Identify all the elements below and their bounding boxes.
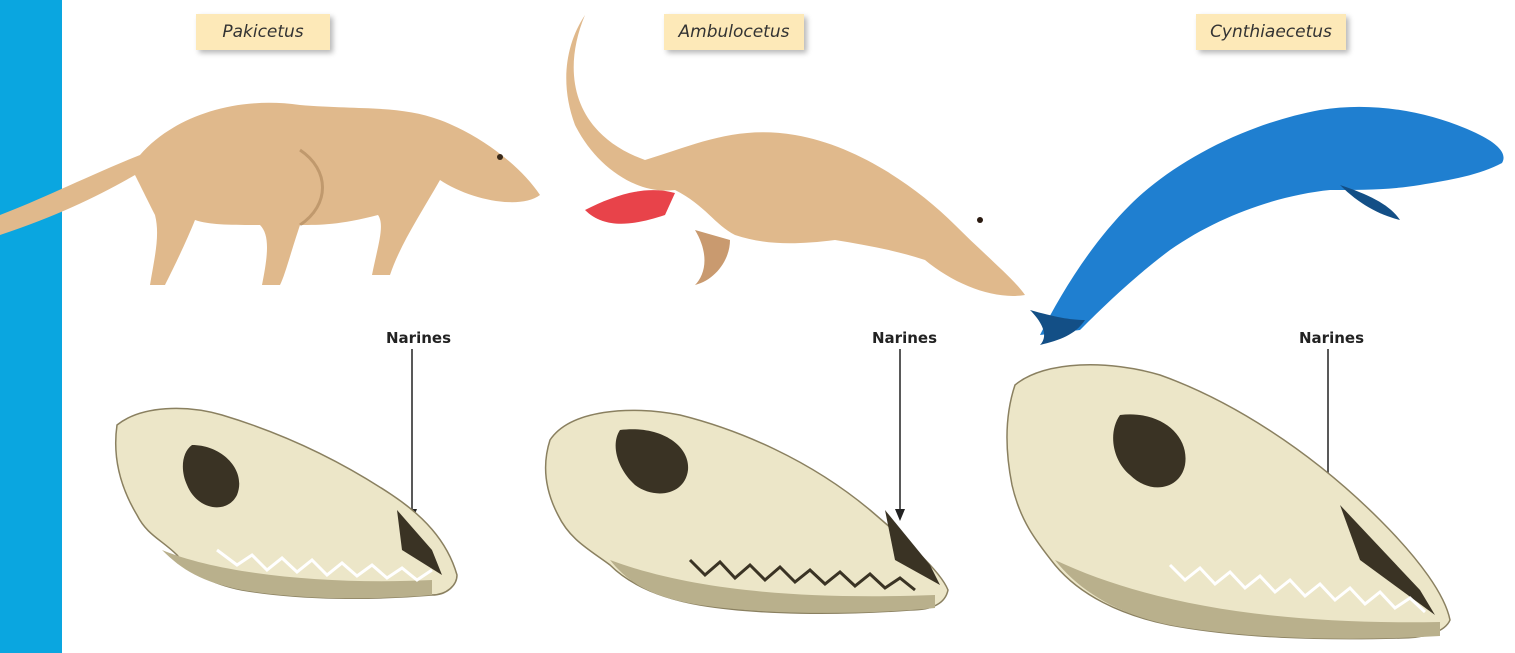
cynthiaecetus-skull-icon	[1000, 360, 1455, 645]
pakicetus-illustration	[0, 75, 545, 295]
ambulocetus-skull-icon	[540, 400, 960, 625]
species-label-note: Cynthiaecetus	[1196, 14, 1346, 50]
panel-cynthiaecetus: Cynthiaecetus Narines	[1000, 0, 1515, 653]
ambulocetus-illustration	[555, 15, 1030, 305]
species-name: Pakicetus	[222, 22, 303, 42]
species-label-note: Pakicetus	[196, 14, 330, 50]
panel-pakicetus: Pakicetus Narines	[62, 0, 542, 653]
panel-ambulocetus: Ambulocetus Narines	[540, 0, 1015, 653]
species-name: Cynthiaecetus	[1210, 22, 1332, 42]
pakicetus-skull-icon	[102, 400, 472, 615]
narines-label: Narines	[1299, 329, 1364, 347]
cynthiaecetus-illustration	[1020, 95, 1510, 345]
narines-label: Narines	[386, 329, 451, 347]
narines-label: Narines	[872, 329, 937, 347]
